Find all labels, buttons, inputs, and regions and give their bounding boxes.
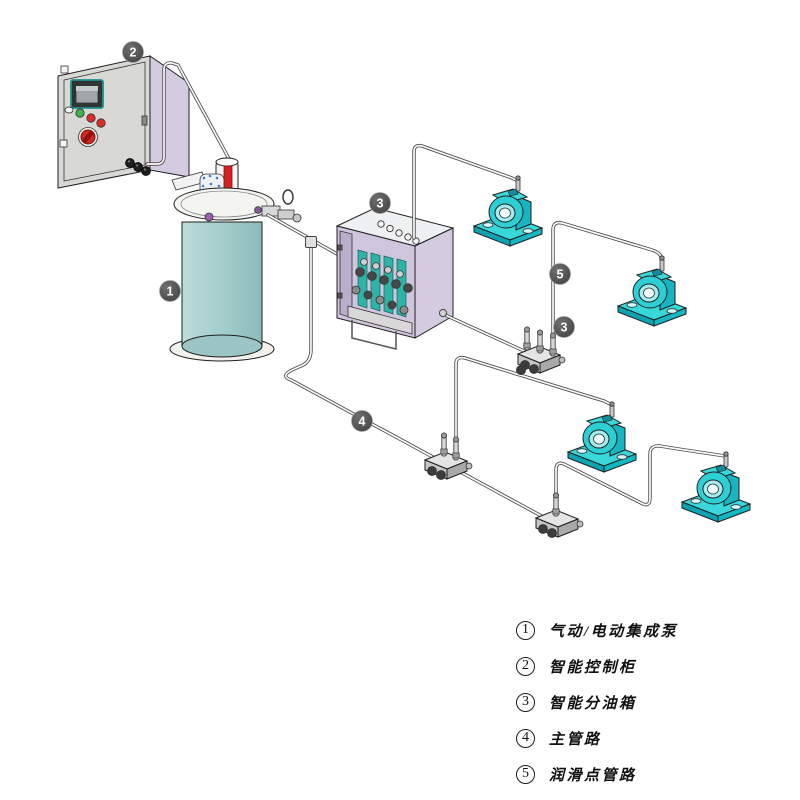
legend: 1 气动/电动集成泵 2 智能控制柜 3 智能分油箱 4 主管路 5 润滑点管路 — [516, 620, 678, 800]
callout-5-badge — [549, 263, 571, 285]
box-side — [414, 227, 454, 339]
tank-outlet-fitting — [261, 205, 281, 217]
main-line-pipe — [284, 240, 549, 521]
tank-lid — [173, 187, 275, 221]
callout-1: 1 — [159, 280, 181, 302]
valve-cluster — [351, 258, 413, 315]
legend-num-badge: 1 — [516, 620, 535, 640]
lid-knob-left — [204, 212, 214, 222]
bearing-3 — [567, 401, 637, 473]
legend-num-badge: 3 — [516, 692, 535, 712]
legend-item-main-line: 4 主管路 — [516, 728, 678, 748]
box-top-fittings — [377, 220, 420, 245]
pump-unit — [169, 157, 302, 362]
legend-item-cabinet: 2 智能控制柜 — [516, 656, 678, 676]
control-cabinet — [57, 55, 190, 189]
legend-item-label: 智能控制柜 — [549, 659, 637, 676]
callout-1-number: 1 — [167, 285, 174, 299]
legend-item-label: 主管路 — [549, 731, 602, 748]
legend-item-lube-line: 5 润滑点管路 — [516, 764, 678, 784]
lid-handle — [282, 189, 294, 205]
lube-line-to-bearing-3 — [454, 355, 614, 442]
door-hinge-bottom — [59, 139, 68, 148]
supply-pipe — [266, 213, 339, 256]
lid-knob-right — [254, 206, 262, 214]
bearing-4 — [681, 451, 751, 523]
legend-item-label: 润滑点管路 — [549, 767, 637, 784]
callout-2-number: 2 — [130, 46, 137, 60]
legend-item-oil-box: 3 智能分油箱 — [516, 692, 678, 712]
lube-line-to-bearing-2 — [551, 220, 663, 338]
indicator-white — [64, 106, 74, 114]
callout-5-number: 5 — [557, 268, 564, 282]
callout-3-valve-number: 3 — [561, 321, 568, 335]
distributor-valve-a — [516, 326, 566, 375]
lube-line-to-bearing-4 — [554, 444, 727, 507]
box-tray — [347, 305, 413, 335]
legend-num-badge: 5 — [516, 764, 535, 784]
indicator-red-1 — [86, 113, 96, 123]
box-bracket — [351, 320, 397, 350]
callout-3-box: 3 — [369, 192, 391, 214]
callout-2: 2 — [122, 41, 144, 63]
legend-num-badge: 4 — [516, 728, 535, 748]
callout-4: 4 — [351, 410, 373, 432]
door-hinge-top — [60, 65, 69, 74]
callout-4-number: 4 — [359, 415, 366, 429]
branch-pipe-box-to-valve-a — [441, 312, 526, 353]
bearing-2 — [617, 255, 687, 327]
legend-num-badge: 2 — [516, 656, 535, 676]
callout-5: 5 — [549, 263, 571, 285]
distributor-box — [335, 207, 455, 350]
tank-body — [181, 221, 263, 347]
callout-3-valve-badge — [553, 316, 575, 338]
cable-glands — [125, 158, 151, 176]
bearing-1 — [473, 175, 543, 247]
door-latch — [141, 115, 148, 126]
legend-item-label: 智能分油箱 — [549, 695, 637, 712]
callout-3-valve: 3 — [553, 316, 575, 338]
callout-4-badge — [351, 410, 373, 432]
lube-line-to-bearing-1 — [412, 143, 520, 240]
legend-item-pump: 1 气动/电动集成泵 — [516, 620, 678, 640]
callout-3-box-number: 3 — [377, 197, 384, 211]
legend-item-label: 气动/电动集成泵 — [549, 623, 679, 640]
callout-3-box-badge — [369, 192, 391, 214]
distributor-valve-c — [535, 492, 584, 538]
box-outlet-fitting — [438, 308, 448, 318]
tee-fitting — [305, 236, 317, 248]
callout-2-badge — [122, 41, 144, 63]
callout-1-badge — [159, 280, 181, 302]
control-cable — [145, 61, 236, 170]
indicator-green — [75, 108, 85, 118]
indicator-red-2 — [96, 118, 106, 128]
